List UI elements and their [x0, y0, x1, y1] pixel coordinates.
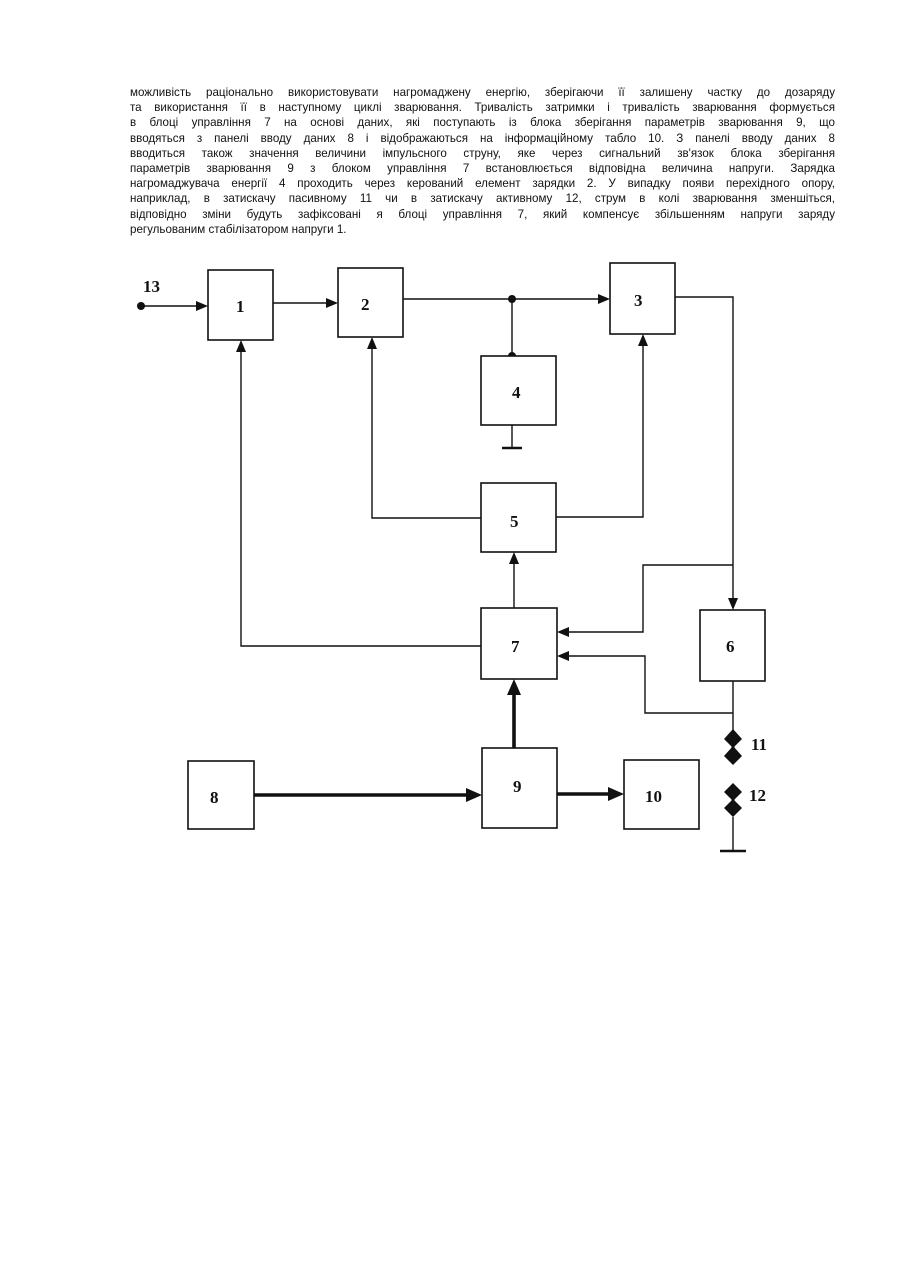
terminal-13-label: 13: [143, 277, 160, 296]
block-label: 8: [210, 788, 219, 807]
block-2: 2: [338, 268, 403, 337]
wire-5-to-2: [372, 347, 481, 518]
block-9: 9: [482, 748, 557, 828]
terminal-12-label: 12: [749, 786, 766, 805]
terminal-12-symbol: [724, 799, 742, 817]
wire-7-to-1: [241, 350, 481, 646]
block-5: 5: [481, 483, 556, 552]
block-label: 5: [510, 512, 519, 531]
block-4: 4: [481, 356, 556, 425]
terminal-11-label: 11: [751, 735, 767, 754]
block-1: 1: [208, 270, 273, 340]
block-8: 8: [188, 761, 254, 829]
block-label: 9: [513, 777, 522, 796]
arrow-head: [326, 298, 338, 308]
arrow-head: [728, 598, 738, 610]
block-label: 10: [645, 787, 662, 806]
arrow-head: [466, 788, 482, 802]
block-label: 3: [634, 291, 643, 310]
wire-5-to-3: [556, 344, 643, 517]
arrow-head: [557, 627, 569, 637]
arrow-head: [507, 679, 521, 695]
block-6: 6: [700, 610, 765, 681]
arrow-head: [509, 552, 519, 564]
arrow-head: [196, 301, 208, 311]
terminal-11-symbol: [724, 746, 742, 765]
arrow-head: [557, 651, 569, 661]
block-label: 6: [726, 637, 735, 656]
block-10: 10: [624, 760, 699, 829]
block-7: 7: [481, 608, 557, 679]
block-label: 7: [511, 637, 520, 656]
arrow-head: [638, 334, 648, 346]
block-label: 1: [236, 297, 245, 316]
arrow-head: [367, 337, 377, 349]
terminal-13-dot: [137, 302, 145, 310]
arrow-head: [236, 340, 246, 352]
arrow-head: [598, 294, 610, 304]
wire-3-to-6: [675, 297, 733, 600]
arrow-head: [608, 787, 624, 801]
block-label: 4: [512, 383, 521, 402]
block-label: 2: [361, 295, 370, 314]
block-3: 3: [610, 263, 675, 334]
